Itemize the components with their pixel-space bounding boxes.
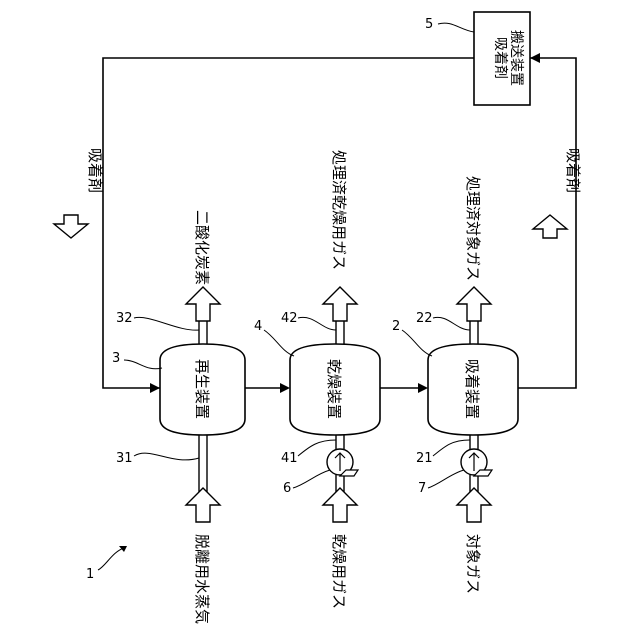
target-gas-out-label: 処理済対象ガス [464,176,482,281]
target-gas-out-ref-leader [433,317,470,330]
adsorbent-left-label: 吸着剤 [86,148,104,193]
adsorbent-right-label: 吸着剤 [564,148,582,193]
arrow-into-transport [530,53,540,63]
absorber-pump-ref: 7 [418,481,426,496]
arrow-into-absorber [418,383,428,393]
arrow-into-dryer [280,383,290,393]
absorber-pump-ref-leader [428,470,464,488]
regenerator-ref-leader [124,360,162,369]
drying-gas-inlet-arrow [323,488,357,522]
transport-label-line1: 吸着剤 [492,37,508,79]
co2-pipe-ref: 32 [116,311,133,326]
drying-gas-outlet-arrow [323,287,357,321]
steam-label: 脱離用水蒸気 [193,534,211,624]
dry-gas-in-ref: 41 [281,451,298,466]
regenerator-group: 再生装置 3 31 32 脱離用水蒸気 二酸化炭素 [112,210,245,624]
dry-gas-out-ref-leader [298,317,336,330]
dryer-ref: 4 [254,319,262,334]
figure-ref-arrowhead [119,546,127,552]
loop-left-line [103,58,474,388]
dry-gas-out-ref: 42 [281,311,298,326]
absorber-group: 吸着装置 2 22 21 7 対象ガス 処理済対象ガス [392,176,518,594]
arrow-into-regenerator [150,383,160,393]
target-gas-out-ref: 22 [416,311,433,326]
drying-gas-out-label: 処理済乾燥用ガス [330,150,348,270]
regenerator-ref: 3 [112,351,120,366]
adsorbent-right-arrow [533,215,567,238]
dryer-group: 乾燥装置 4 42 41 6 乾燥用ガス 処理済乾燥用ガス [254,150,380,609]
steam-inlet-arrow [186,488,220,522]
co2-outlet-arrow [186,287,220,321]
absorber-ref-leader [402,330,432,356]
dryer-pump-ref: 6 [283,481,291,496]
target-gas-inlet-arrow [457,488,491,522]
figure-ref: 1 [86,567,94,582]
co2-label: 二酸化炭素 [193,210,211,285]
target-gas-outlet-arrow [457,287,491,321]
dryer-ref-leader [264,330,294,356]
regenerator-label: 再生装置 [193,359,211,419]
transport-ref-leader [438,23,474,32]
steam-pipe-ref: 31 [116,451,133,466]
transport-label-line2: 搬送装置 [508,30,524,86]
dryer-label: 乾燥装置 [325,359,343,419]
co2-pipe-ref-leader [134,317,199,330]
transport-ref: 5 [425,17,433,32]
absorber-label: 吸着装置 [463,359,481,419]
steam-pipe-ref-leader [134,453,199,460]
target-gas-in-ref: 21 [416,451,433,466]
target-gas-label: 対象ガス [464,534,482,594]
dryer-pump-ref-leader [293,470,330,488]
figure-ref-leader [98,548,124,570]
drying-gas-label: 乾燥用ガス [330,534,348,609]
absorber-ref: 2 [392,319,400,334]
adsorbent-left-arrow [54,215,88,238]
